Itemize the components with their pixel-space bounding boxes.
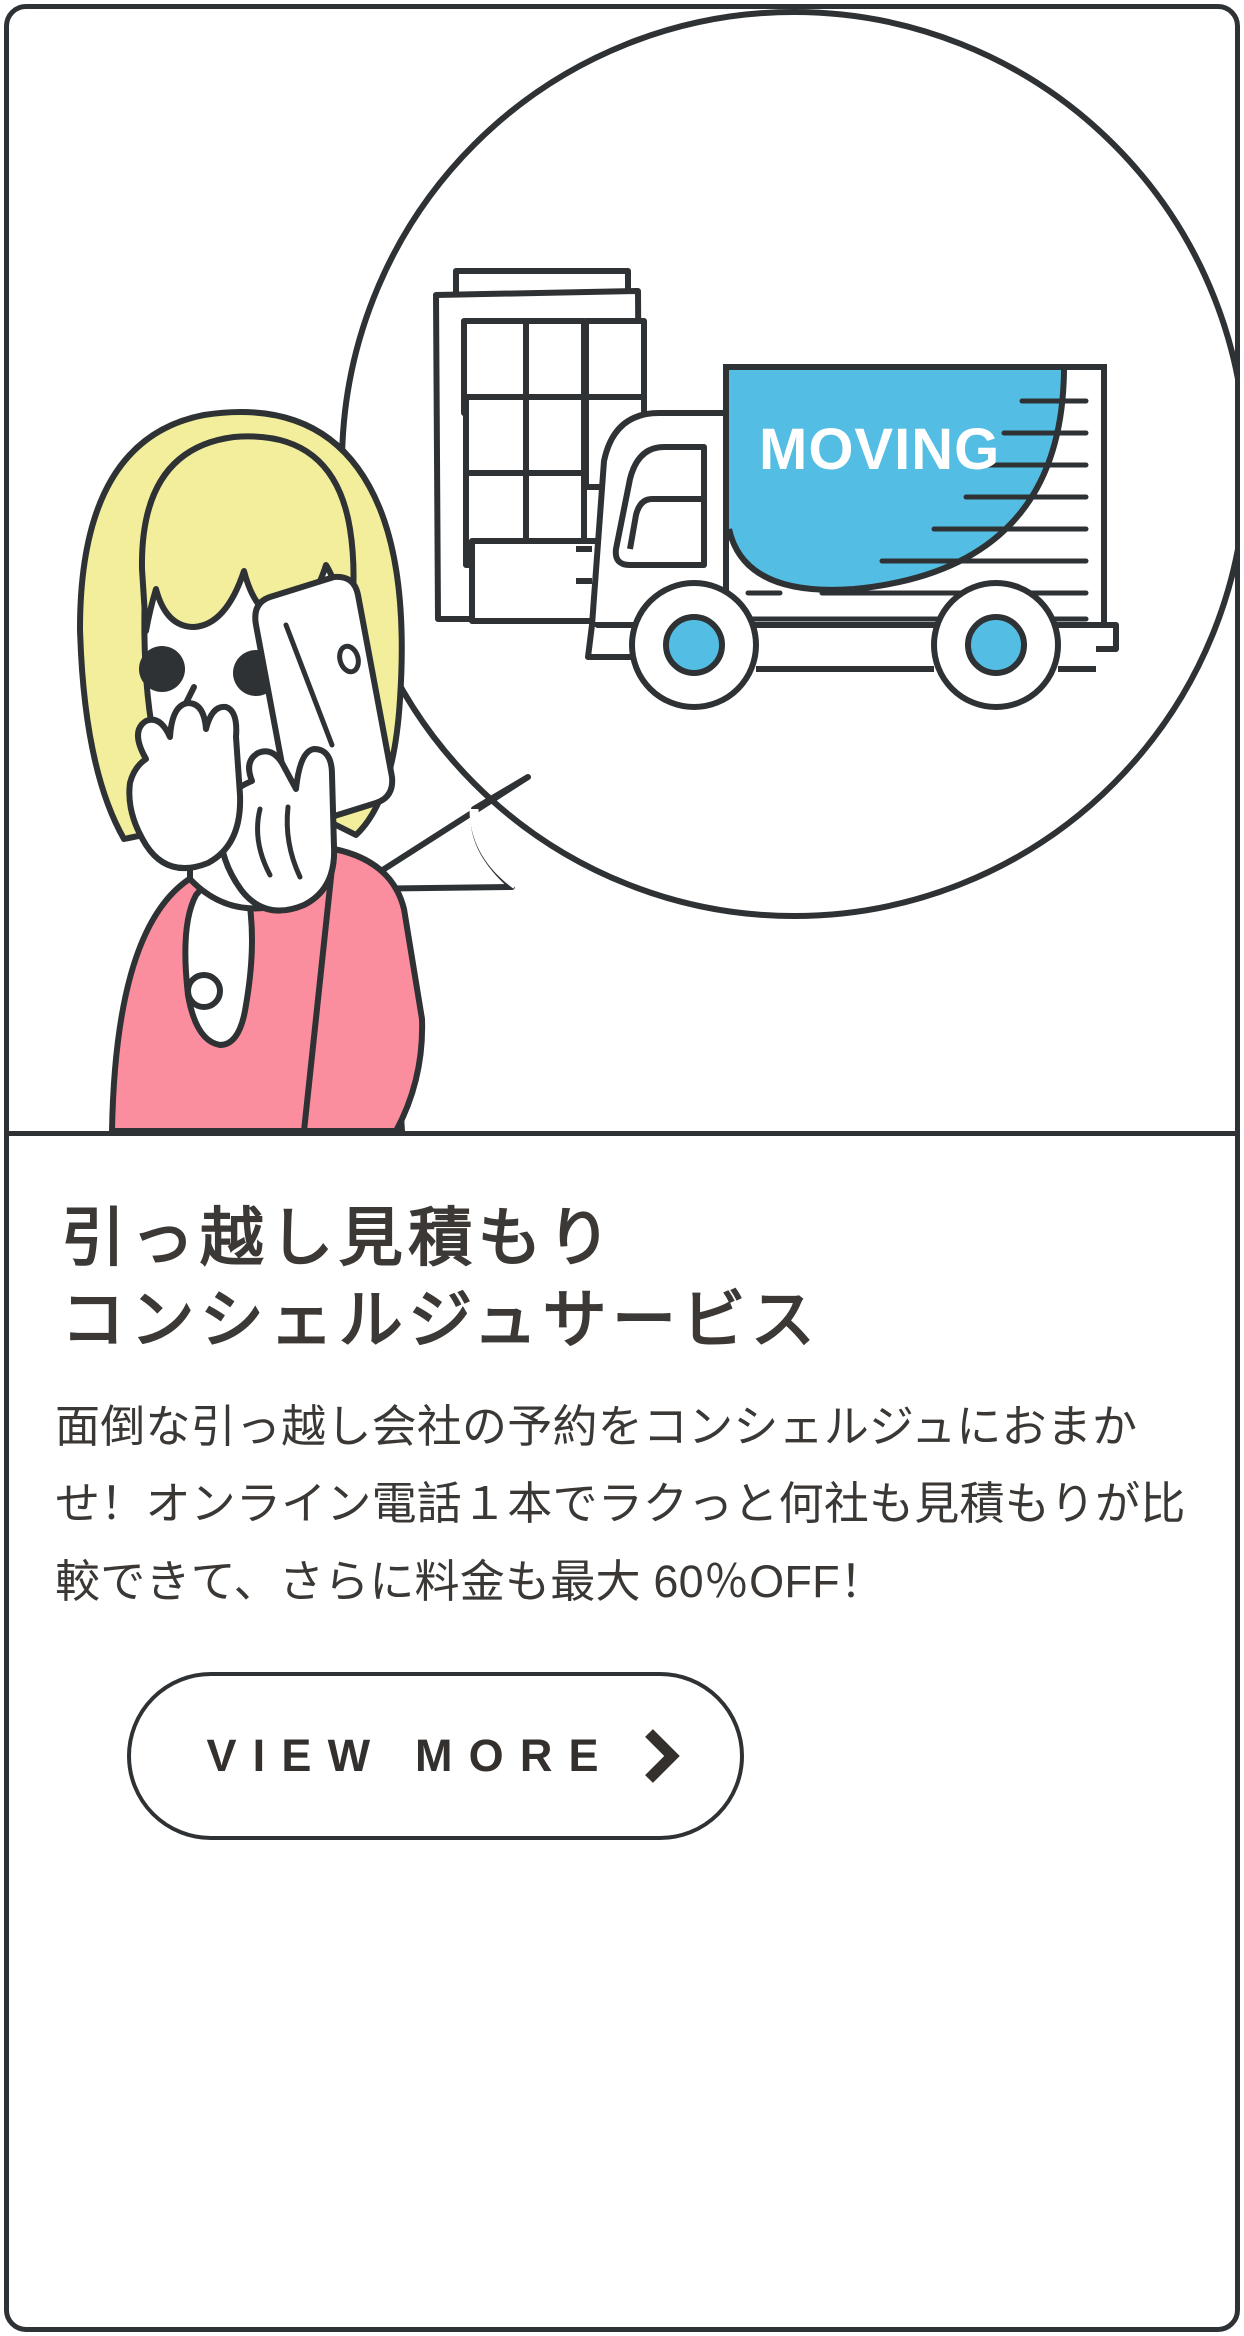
truck-rear-wheel bbox=[931, 580, 1061, 710]
description-text: 面倒な引っ越し会社の予約をコンシェルジュにおまかせ！オンライン電話１本でラクっと… bbox=[55, 1400, 1186, 1607]
cta-container: VIEW MORE bbox=[9, 1620, 1235, 1840]
headline-line-1: 引っ越し見積もり bbox=[61, 1202, 617, 1274]
truck-label: MOVING bbox=[759, 417, 1000, 482]
page-title: 引っ越し見積もり コンシェルジュサービス bbox=[9, 1136, 1235, 1362]
view-more-label: VIEW MORE bbox=[206, 1729, 615, 1781]
left-eye bbox=[139, 646, 185, 692]
illustration-panel: MOVING bbox=[9, 9, 1235, 1131]
headline-line-2: コンシェルジュサービス bbox=[61, 1283, 821, 1356]
smartphone-icon bbox=[252, 573, 396, 827]
moving-truck-icon: MOVING bbox=[576, 364, 1119, 710]
section-divider bbox=[9, 1131, 1235, 1136]
view-more-button[interactable]: VIEW MORE bbox=[127, 1671, 744, 1840]
truck-front-wheel bbox=[629, 580, 759, 710]
content-panel: 引っ越し見積もり コンシェルジュサービス 面倒な引っ越し会社の予約をコンシェルジ… bbox=[9, 1136, 1235, 1840]
service-card: MOVING bbox=[4, 4, 1240, 2332]
chevron-right-icon bbox=[641, 1728, 681, 1784]
woman-on-phone-illustration bbox=[77, 409, 426, 1131]
moving-service-illustration: MOVING bbox=[77, 9, 1235, 1131]
